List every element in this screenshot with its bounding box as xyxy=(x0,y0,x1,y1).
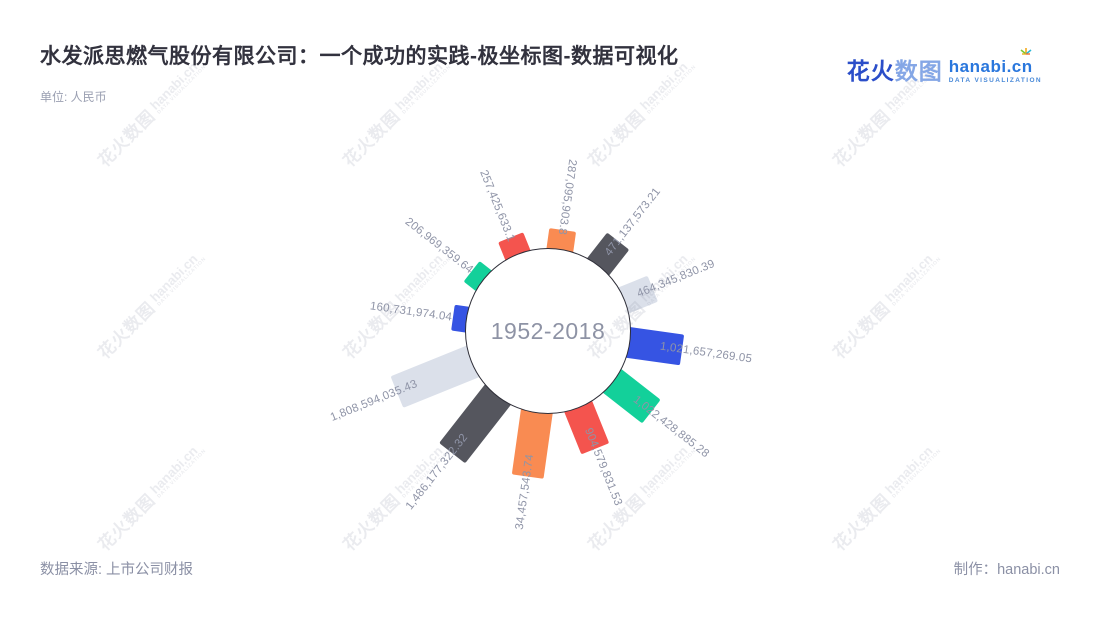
bar-value-label: 287,095,903.8 xyxy=(555,158,579,236)
brand-logo: 花火数图 hanabi.cn DATA VISUALIZATION xyxy=(846,48,1042,86)
bar-value-label: 160,731,974.04 xyxy=(369,300,453,324)
bar-value-label: 1,022,428,885.28 xyxy=(630,393,711,461)
data-source: 数据来源: 上市公司财报 xyxy=(40,562,194,578)
credit: 制作：hanabi.cn xyxy=(954,558,1060,579)
spark-icon xyxy=(1018,47,1034,59)
brand-logo-cn: 花火数图 xyxy=(846,58,943,84)
bar-value-label: 471,137,573.21 xyxy=(603,185,664,259)
credit-label: 制作： xyxy=(953,562,998,578)
unit-label: 单位: 人民币 xyxy=(40,90,107,104)
brand-logo-subtitle: DATA VISUALIZATION xyxy=(948,77,1042,84)
bar-value-label: 257,425,633.1 xyxy=(477,168,518,244)
chart-inner-circle: 1952-2018 xyxy=(465,248,631,414)
bar-value-label: 206,969,359.64 xyxy=(402,215,476,276)
chart-center-label: 1952-2018 xyxy=(490,317,606,344)
page-title: 水发派思燃气股份有限公司：一个成功的实践-极坐标图-数据可视化 xyxy=(40,45,679,68)
credit-link[interactable]: hanabi.cn xyxy=(997,562,1060,578)
bar-value-label: 1,486,177,322.32 xyxy=(404,432,471,513)
brand-logo-en: hanabi.cn xyxy=(948,57,1033,76)
